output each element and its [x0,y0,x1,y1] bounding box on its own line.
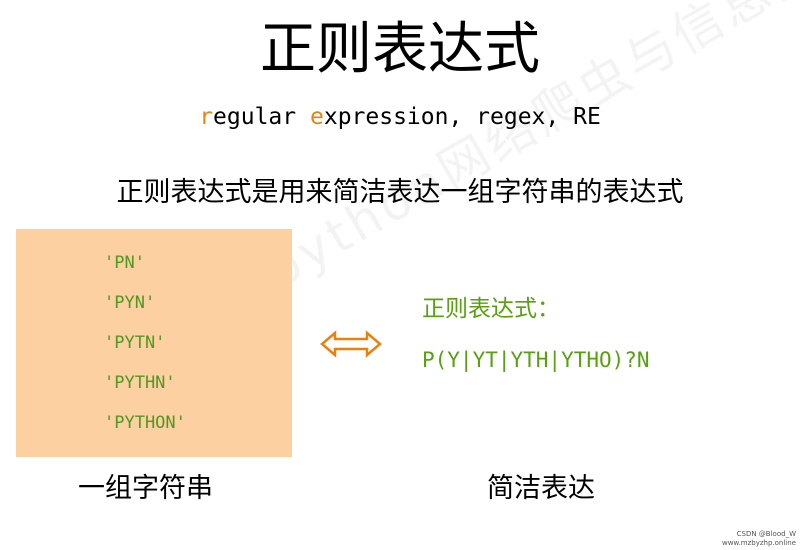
left-right-arrow-icon [320,330,382,358]
string-item: 'PYTHON' [104,413,186,433]
string-item: 'PN' [104,253,145,273]
caption-string-set: 一组字符串 [78,473,213,504]
string-set-box: 'PN' 'PYN' 'PYTN' 'PYTHN' 'PYTHON' [16,229,292,457]
string-item: 'PYN' [104,293,156,313]
credit-line-2: www.mzbyzhp.online [722,539,796,547]
caption-concise: 简洁表达 [487,473,595,504]
regex-label: 正则表达式： [422,296,560,322]
string-item: 'PYTN' [104,333,166,353]
credit-line-1: CSDN @Blood_W [736,530,796,538]
subtitle-highlight-e: e [309,104,324,130]
subtitle-text-2: xpression, regex, RE [323,104,601,130]
definition-text: 正则表达式是用来简洁表达一组字符串的表达式 [116,177,684,208]
subtitle-text-1: egular [213,104,310,130]
regex-pattern: P(Y|YT|YTH|YTHO)?N [422,348,650,372]
string-item: 'PYTHN' [104,373,176,393]
source-credit: CSDN @Blood_W www.mzbyzhp.online [722,530,796,548]
slide-subtitle: regular expression, regex, RE [0,100,800,134]
subtitle-highlight-r: r [199,104,214,130]
slide-title: 正则表达式 [260,17,540,82]
